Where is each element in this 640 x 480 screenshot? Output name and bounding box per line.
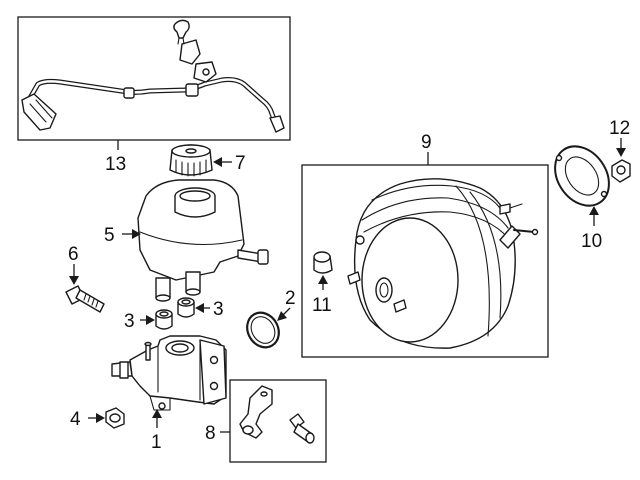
part-8-sensor-group — [229, 379, 327, 463]
part-5-brake-fluid-reservoir — [137, 179, 269, 302]
brake-line-clip — [123, 87, 135, 99]
callout-2: 2 — [285, 288, 296, 309]
part-12-nut — [611, 159, 631, 183]
callout-10: 10 — [581, 231, 602, 252]
part-10-gasket — [554, 145, 610, 207]
part-9-frame — [301, 164, 549, 358]
brake-line-tube — [27, 77, 279, 127]
part-7-reservoir-cap — [169, 144, 213, 177]
callout-11: 11 — [312, 295, 332, 316]
callout-12: 12 — [609, 118, 630, 139]
callout-3-left: 3 — [124, 311, 135, 332]
part-11-grommet — [313, 251, 333, 274]
part-6-bolt — [65, 285, 105, 313]
callout-9: 9 — [421, 132, 432, 153]
callout-3-right: 3 — [213, 299, 224, 320]
callout-5: 5 — [104, 225, 115, 246]
callout-7: 7 — [235, 153, 246, 174]
part-3-grommet-right — [177, 297, 195, 318]
part-1-master-cylinder — [111, 335, 227, 411]
callout-6: 6 — [68, 244, 79, 265]
part-13-frame — [17, 16, 291, 141]
push-pin-fastener — [173, 19, 190, 39]
callout-8: 8 — [205, 423, 216, 444]
part-4-nut — [105, 407, 125, 429]
part-2-o-ring — [246, 311, 280, 349]
callout-13: 13 — [105, 154, 126, 175]
part-8-frame — [229, 379, 327, 463]
part-13-brake-line-group — [17, 16, 291, 150]
callout-4: 4 — [70, 409, 81, 430]
part-9-brake-booster-group — [301, 164, 549, 358]
callout-1: 1 — [151, 432, 162, 453]
brake-line-bracket — [179, 39, 201, 65]
part-3-grommet-left — [155, 309, 173, 330]
brake-line-end-fitting — [21, 93, 57, 131]
